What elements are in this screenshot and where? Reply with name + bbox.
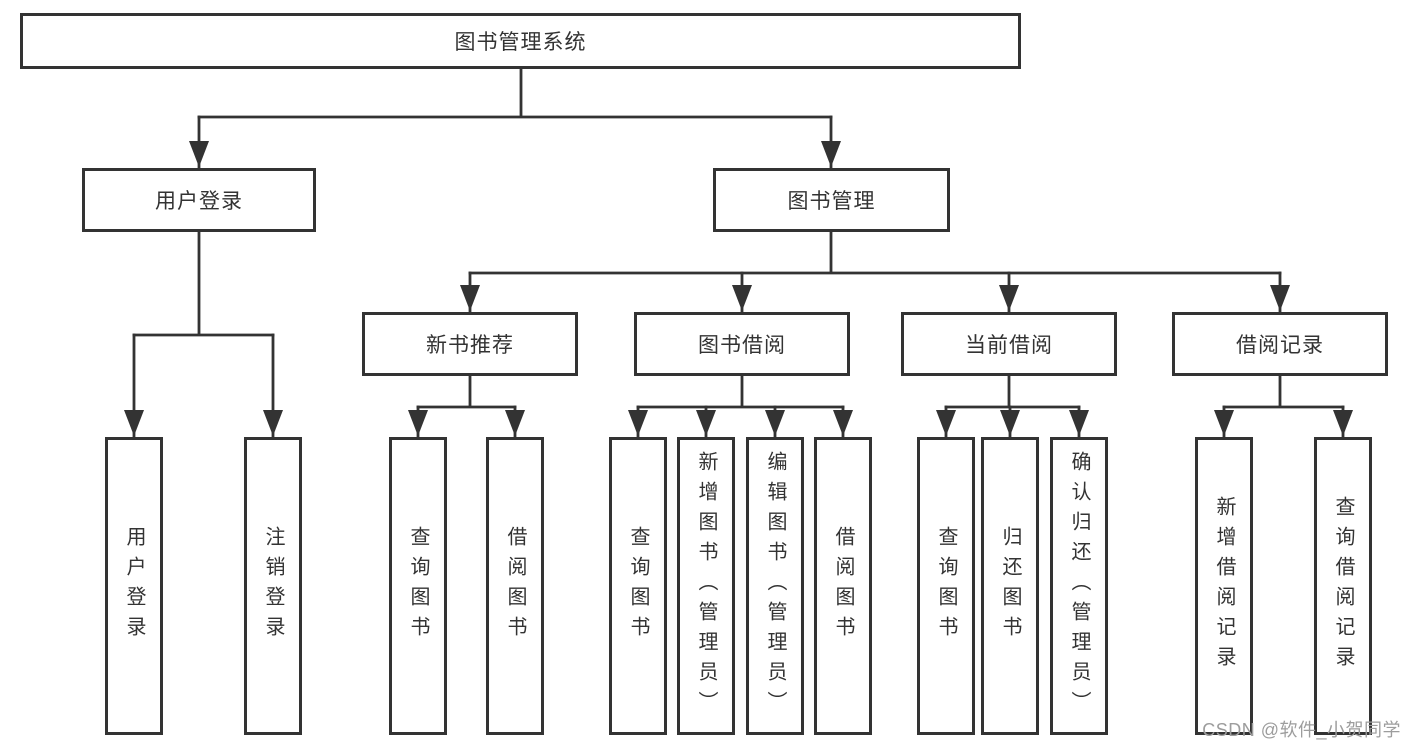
leaf-cb-return-books: 归还图书 <box>981 437 1039 735</box>
node-borrow-records-label: 借阅记录 <box>1236 334 1324 357</box>
node-user-login-group: 用户登录 <box>82 168 316 232</box>
leaf-cb-confirm-return-admin-label: 确认归还（管理员） <box>1068 451 1090 721</box>
node-current-borrow: 当前借阅 <box>901 312 1117 376</box>
leaf-cb-return-books-label: 归还图书 <box>999 526 1021 646</box>
leaf-user-login: 用户登录 <box>105 437 163 735</box>
leaf-nbr-query-books: 查询图书 <box>389 437 447 735</box>
leaf-bb-borrow-books-label: 借阅图书 <box>832 526 854 646</box>
leaf-cb-confirm-return-admin: 确认归还（管理员） <box>1050 437 1108 735</box>
node-book-management: 图书管理 <box>713 168 950 232</box>
leaf-nbr-borrow-books: 借阅图书 <box>486 437 544 735</box>
leaf-bb-borrow-books: 借阅图书 <box>814 437 872 735</box>
leaf-bb-add-books-admin-label: 新增图书（管理员） <box>695 451 717 721</box>
node-book-borrow-label: 图书借阅 <box>698 334 786 357</box>
leaf-nbr-borrow-books-label: 借阅图书 <box>504 526 526 646</box>
node-new-book-rec: 新书推荐 <box>362 312 578 376</box>
node-new-book-rec-label: 新书推荐 <box>426 334 514 357</box>
node-root-label: 图书管理系统 <box>454 31 587 54</box>
watermark: CSDN @软件_小贺同学 <box>1202 720 1401 740</box>
node-book-borrow: 图书借阅 <box>634 312 850 376</box>
node-borrow-records: 借阅记录 <box>1172 312 1388 376</box>
connector-current-borrow-trunk <box>944 374 1081 409</box>
node-current-borrow-label: 当前借阅 <box>965 334 1053 357</box>
node-root: 图书管理系统 <box>20 13 1021 69</box>
node-book-management-label: 图书管理 <box>787 190 876 213</box>
leaf-nbr-query-books-label: 查询图书 <box>407 526 429 646</box>
leaf-br-add-record: 新增借阅记录 <box>1195 437 1253 735</box>
connector-root-trunk <box>197 67 833 119</box>
leaf-bb-query-books: 查询图书 <box>609 437 667 735</box>
leaf-logout-label: 注销登录 <box>262 526 284 646</box>
connector-borrow-records-trunk <box>1222 374 1345 409</box>
connector-book-borrow-trunk <box>636 374 845 409</box>
leaf-bb-add-books-admin: 新增图书（管理员） <box>677 437 735 735</box>
connector-user-login-trunk <box>132 230 275 337</box>
leaf-cb-query-books: 查询图书 <box>917 437 975 735</box>
leaf-bb-query-books-label: 查询图书 <box>627 526 649 646</box>
leaf-br-query-record: 查询借阅记录 <box>1314 437 1372 735</box>
connector-new-book-rec-trunk <box>416 374 517 409</box>
leaf-bb-edit-books-admin-label: 编辑图书（管理员） <box>764 451 786 721</box>
connector-book-management-trunk <box>468 230 1282 275</box>
leaf-user-login-label: 用户登录 <box>123 526 145 646</box>
leaf-logout: 注销登录 <box>244 437 302 735</box>
leaf-br-query-record-label: 查询借阅记录 <box>1332 496 1354 676</box>
leaf-cb-query-books-label: 查询图书 <box>935 526 957 646</box>
leaf-br-add-record-label: 新增借阅记录 <box>1213 496 1235 676</box>
node-user-login-group-label: 用户登录 <box>155 190 243 213</box>
leaf-bb-edit-books-admin: 编辑图书（管理员） <box>746 437 804 735</box>
